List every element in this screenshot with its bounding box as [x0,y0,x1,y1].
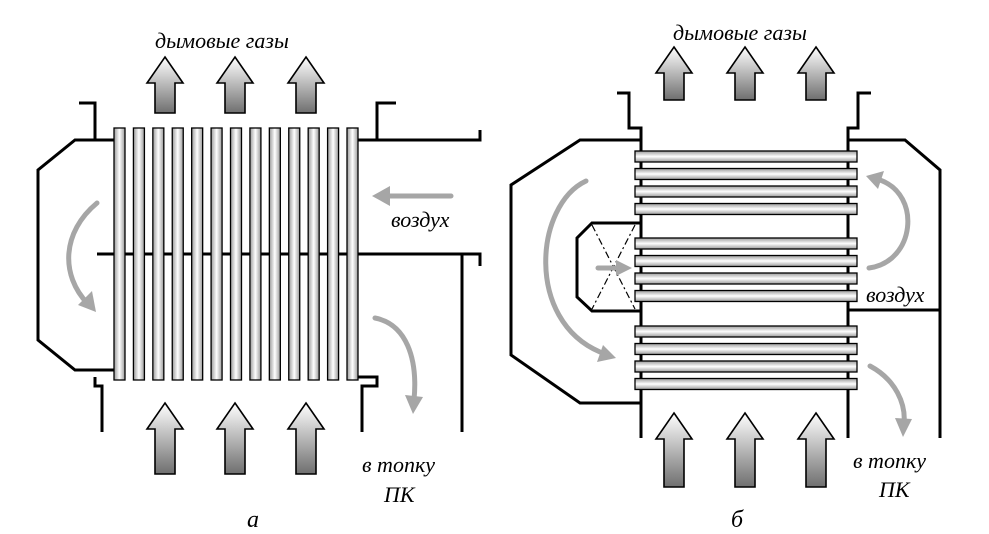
flue-gas-arrow-icon [286,55,326,114]
tube [152,127,165,381]
tube [634,272,858,285]
tube [288,127,301,381]
tube [634,360,858,373]
flue-gas-arrows-bottom-b [654,411,836,488]
flue-gas-arrow-icon [725,411,765,488]
tube-bundle-b [634,150,858,391]
flue-gas-arrow-icon [654,411,694,488]
tube [326,127,340,381]
tube-bundle-a [113,127,359,381]
air-label-b: воздух [866,282,925,307]
flue-gas-label-b: дымовые газы [673,20,807,45]
flue-gas-arrows-top-a [145,55,326,114]
tube [634,185,858,198]
tube [634,167,858,181]
tube [346,127,359,381]
tube [634,377,858,391]
flue-gas-label-a: дымовые газы [155,28,289,53]
flue-gas-arrow-icon [286,401,326,475]
diagram-a: дымовые газы воздух в топку ПК а [36,28,482,533]
flue-gas-arrow-icon [215,401,255,475]
tube [634,202,858,216]
flue-gas-arrow-icon [725,45,765,101]
tube [634,254,858,268]
flue-gas-arrows-bottom-a [145,401,326,475]
outlet-label-pk-a: ПК [383,482,416,507]
tube [307,127,320,381]
outlet-label-pk-b: ПК [878,477,911,502]
flue-gas-arrow-icon [145,55,185,114]
air-flow-arrows-b [543,171,912,437]
tube [210,127,223,381]
damper-icon [591,224,636,310]
tube [113,127,126,381]
caption-a: а [247,507,259,533]
air-label-a: воздух [391,207,450,232]
tube [268,127,281,381]
flue-gas-arrow-icon [654,45,694,101]
tube [634,237,858,250]
flue-gas-arrow-icon [796,45,836,101]
diagram-b: дымовые газы [509,20,942,533]
flue-gas-arrows-top-b [654,45,836,101]
air-flow-arrows-a [66,186,454,414]
tube [634,289,858,303]
tube [634,342,858,356]
tube [634,150,858,163]
outlet-label-b: в топку [853,448,926,473]
tube [634,325,858,338]
flue-gas-arrow-icon [215,55,255,114]
tube [132,127,146,381]
flue-gas-arrow-icon [145,401,185,475]
tube [191,127,204,381]
casing-walls-a [36,101,482,432]
tube [229,127,243,381]
outlet-label-a: в топку [362,452,435,477]
flue-gas-arrow-icon [796,411,836,488]
caption-b: б [731,507,744,533]
tube [171,127,184,381]
tube [249,127,262,381]
